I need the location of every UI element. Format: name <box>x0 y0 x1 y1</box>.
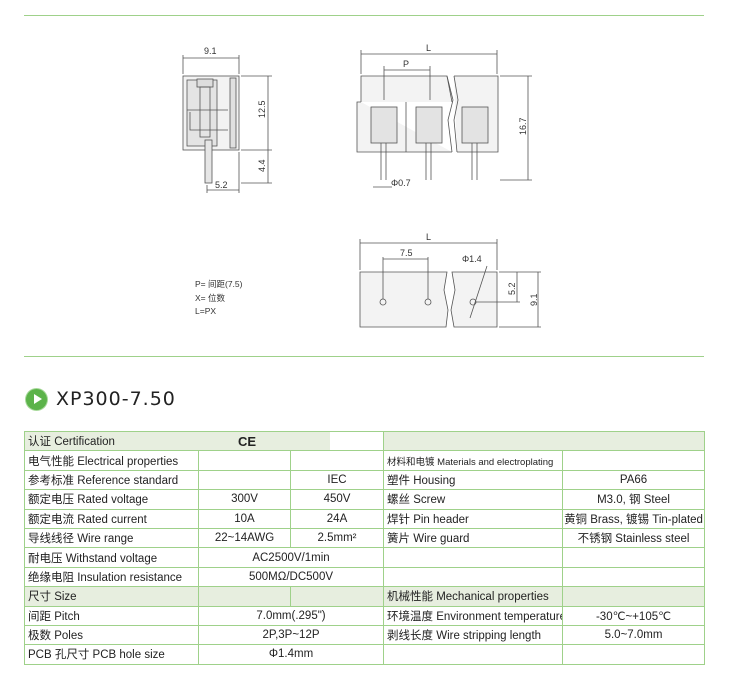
row-label: 极数 Poles <box>24 624 199 646</box>
material-label: 环境温度 Environment temperature <box>383 605 564 626</box>
drawing-legend: P= 间距(7.5) X= 位数 L=PX <box>195 278 242 319</box>
value-1: AC2500V/1min <box>197 547 385 568</box>
top-divider <box>24 15 704 16</box>
value-1: Φ1.4mm <box>197 644 385 665</box>
material-label <box>383 644 564 665</box>
dim-side-offset: 5.2 <box>215 180 228 190</box>
value-2: 450V <box>290 489 385 510</box>
ce-mark: CE <box>237 430 332 452</box>
bottom-view: L 7.5 Φ1.4 5.2 9.1 <box>359 232 541 328</box>
value-1 <box>197 469 292 491</box>
material-label: 簧片 Wire guard <box>383 527 564 549</box>
row-label: 尺寸 Size <box>24 586 199 607</box>
row-label: 额定电压 Rated voltage <box>24 489 199 510</box>
value-2 <box>290 450 385 471</box>
material-label <box>383 547 564 568</box>
dim-bottom-length: L <box>426 232 431 242</box>
dim-side-pin: 4.4 <box>257 159 267 172</box>
dim-front-height: 16.7 <box>518 117 528 135</box>
material-value: PA66 <box>562 469 706 491</box>
value-1: 10A <box>197 508 292 529</box>
value-1: 22~14AWG <box>197 527 292 549</box>
empty-cell <box>383 430 706 452</box>
table-row-certification: 认证 Certification CE <box>23 430 706 452</box>
row-label: PCB 孔尺寸 PCB hole size <box>24 644 199 665</box>
material-value <box>562 450 706 471</box>
dim-bottom-pitch: 7.5 <box>400 248 413 258</box>
play-icon <box>26 388 47 410</box>
material-value: 不锈钢 Stainless steel <box>562 527 706 549</box>
dim-hole-diameter: Φ1.4 <box>462 254 482 264</box>
legend-positions: X= 位数 <box>195 292 225 303</box>
value-2: IEC <box>290 469 385 491</box>
table-row: 电气性能 Electrical properties 材料和电镀 Material… <box>24 450 706 471</box>
row-label: 绝缘电阻 Insulation resistance <box>24 566 199 588</box>
material-value: 5.0~7.0mm <box>562 624 706 646</box>
value-1: 7.0mm(.295") <box>197 605 385 626</box>
row-label: 电气性能 Electrical properties <box>24 450 199 471</box>
dim-bottom-depth: 9.1 <box>529 293 539 306</box>
technical-drawing: 9.1 12.5 4.4 5.2 L P 16.7 Φ0.7 L 7.5 Φ1.… <box>182 43 541 328</box>
row-label: 导线线径 Wire range <box>24 527 199 549</box>
product-name: XP300-7.50 <box>56 388 176 410</box>
side-view: 9.1 12.5 4.4 5.2 <box>182 46 272 193</box>
material-label: 机械性能 Mechanical properties <box>383 586 564 607</box>
dim-front-pitch: P <box>403 59 409 69</box>
value-2: 2.5mm² <box>290 527 385 549</box>
product-title: XP300-7.50 <box>26 388 176 410</box>
value-1: 300V <box>197 489 292 510</box>
material-label: 剥线长度 Wire stripping length <box>383 624 564 646</box>
material-value <box>562 644 706 665</box>
legend-pitch: P= 间距(7.5) <box>195 279 243 289</box>
row-label: 间距 Pitch <box>24 605 199 626</box>
row-label: 额定电流 Rated current <box>24 508 199 529</box>
value-1 <box>197 450 292 471</box>
row-label: 参考标准 Reference standard <box>24 469 199 491</box>
value-1 <box>197 586 292 607</box>
material-value <box>562 586 706 607</box>
value-2: 24A <box>290 508 385 529</box>
material-label: 焊针 Pin header <box>383 508 564 529</box>
dim-pin-diameter: Φ0.7 <box>391 178 411 188</box>
material-value <box>562 547 706 568</box>
material-value: M3.0, 钢 Steel <box>562 489 706 510</box>
dim-front-length: L <box>426 43 431 53</box>
row-label: 耐电压 Withstand voltage <box>24 547 199 568</box>
middle-divider <box>24 356 704 357</box>
front-view: L P 16.7 Φ0.7 <box>356 43 532 188</box>
value-2 <box>290 586 385 607</box>
table-row: 尺寸 Size 机械性能 Mechanical properties <box>24 586 706 607</box>
material-value: 黄铜 Brass, 镀锡 Tin-plated <box>562 508 706 529</box>
material-label <box>383 566 564 588</box>
legend-length: L=PX <box>195 306 217 316</box>
material-label: 塑件 Housing <box>383 469 564 491</box>
value-1: 2P,3P~12P <box>197 624 385 646</box>
dim-side-body: 12.5 <box>257 100 267 118</box>
material-value <box>562 566 706 588</box>
dim-hole-offset: 5.2 <box>507 282 517 295</box>
material-label: 材料和电镀 Materials and electroplating <box>383 450 564 471</box>
dim-side-width: 9.1 <box>204 46 217 56</box>
spec-table: 认证 Certification CE 电气性能 Electrical prop… <box>23 430 706 665</box>
value-1: 500MΩ/DC500V <box>197 566 385 588</box>
material-label: 螺丝 Screw <box>383 489 564 510</box>
material-value: -30℃~+105℃ <box>562 605 706 626</box>
